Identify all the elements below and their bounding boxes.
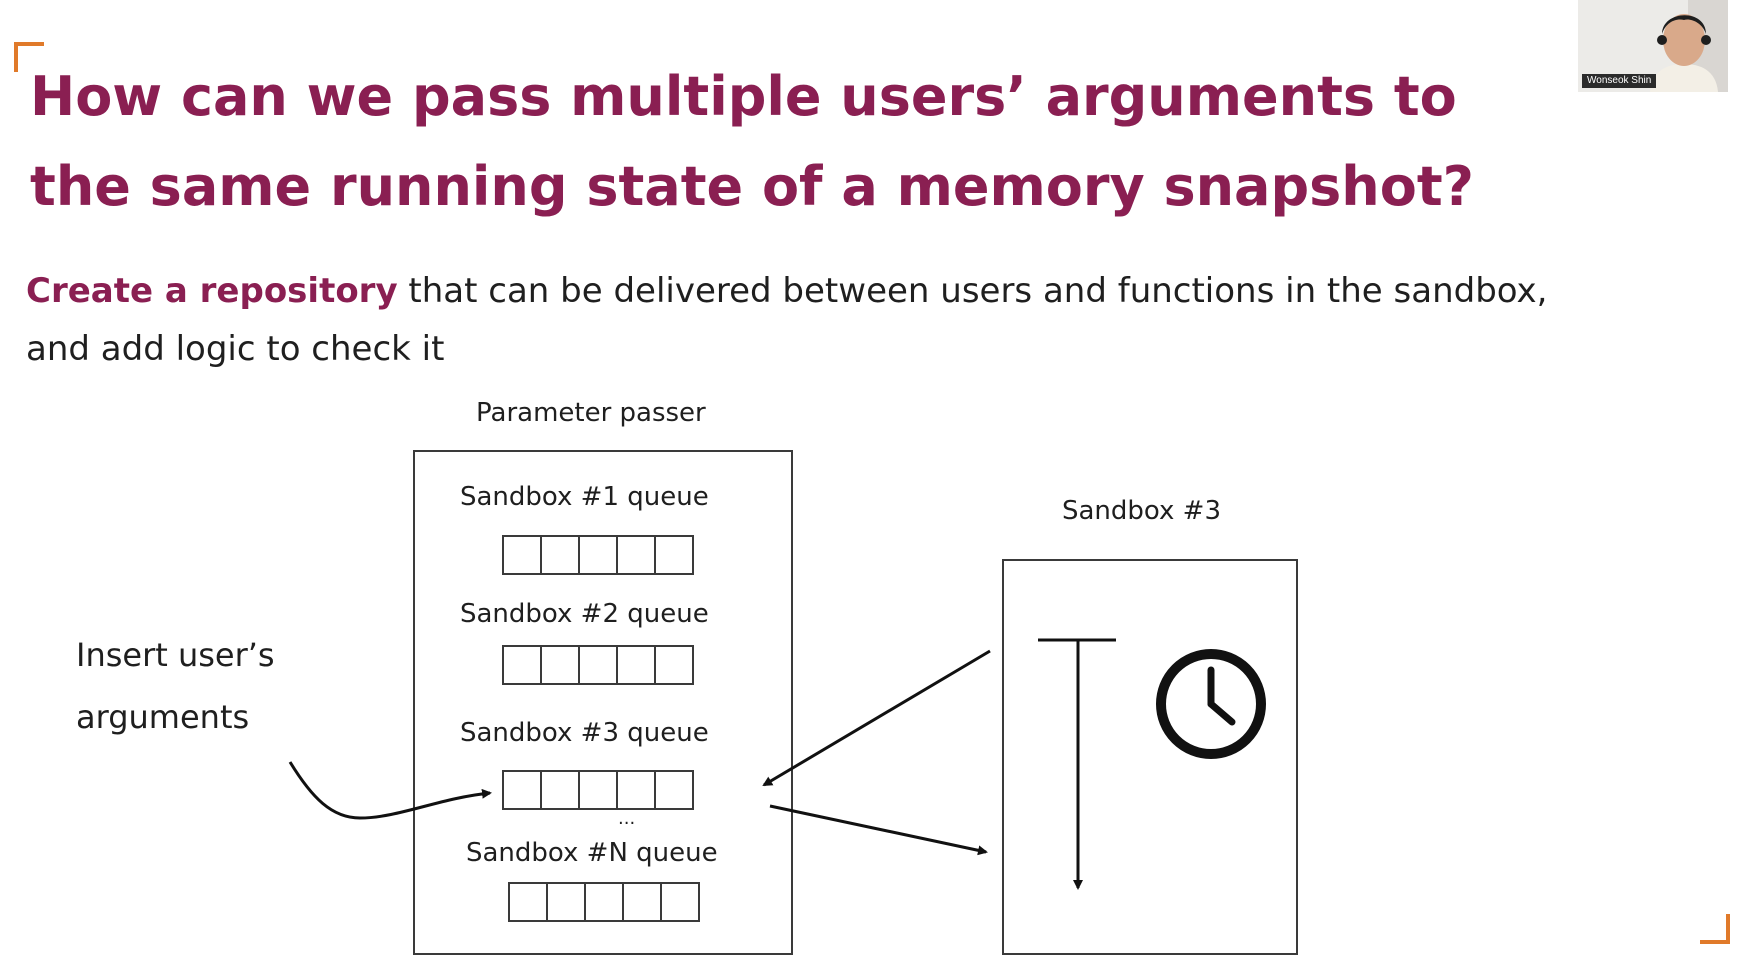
sandbox-box xyxy=(1002,559,1298,955)
deliver-arrow xyxy=(769,804,988,856)
clock-icon xyxy=(1156,649,1266,759)
insert-label-line-1: Insert user’s xyxy=(76,636,275,674)
insert-label-line-2: arguments xyxy=(76,698,250,736)
insert-arguments-label: Insert user’s arguments xyxy=(76,624,275,748)
queue-label-sandbox-1: Sandbox #1 queue xyxy=(460,482,709,512)
subtitle-rest: that can be delivered between users and … xyxy=(397,271,1548,311)
queue-label-sandbox-3: Sandbox #3 queue xyxy=(460,718,709,748)
queue-label-sandbox-2: Sandbox #2 queue xyxy=(460,599,709,629)
queue-slot xyxy=(654,770,694,810)
insert-arrow xyxy=(288,761,492,820)
webcam-thumbnail: Wonseok Shin xyxy=(1578,0,1728,92)
queue-slot xyxy=(654,645,694,685)
fetch-arrow xyxy=(762,649,991,787)
execution-timeline xyxy=(1038,638,1116,890)
title-line-1: How can we pass multiple users’ argument… xyxy=(30,65,1457,128)
queue-sandbox-n xyxy=(508,882,700,922)
speaker-name-tag: Wonseok Shin xyxy=(1582,74,1657,88)
corner-bracket-bottom-right xyxy=(1700,914,1730,944)
subtitle-line-1: Create a repository that can be delivere… xyxy=(26,262,1726,320)
slide-title: How can we pass multiple users’ argument… xyxy=(30,52,1510,232)
queue-slot xyxy=(654,535,694,575)
parameter-passer-box xyxy=(413,450,793,955)
subtitle-line-2: and add logic to check it xyxy=(26,329,445,369)
sandbox-label: Sandbox #3 xyxy=(1062,496,1222,526)
queue-ellipsis: ... xyxy=(618,808,636,829)
queue-sandbox-1 xyxy=(502,535,694,575)
queue-slot xyxy=(660,882,700,922)
queue-sandbox-3 xyxy=(502,770,694,810)
queue-sandbox-2 xyxy=(502,645,694,685)
subtitle-highlight: Create a repository xyxy=(26,271,398,311)
title-line-2: the same running state of a memory snaps… xyxy=(30,155,1474,218)
slide-subtitle: Create a repository that can be delivere… xyxy=(26,262,1726,378)
corner-bracket-top-left xyxy=(14,42,44,72)
queue-label-sandbox-n: Sandbox #N queue xyxy=(466,838,718,868)
parameter-passer-label: Parameter passer xyxy=(476,398,706,428)
